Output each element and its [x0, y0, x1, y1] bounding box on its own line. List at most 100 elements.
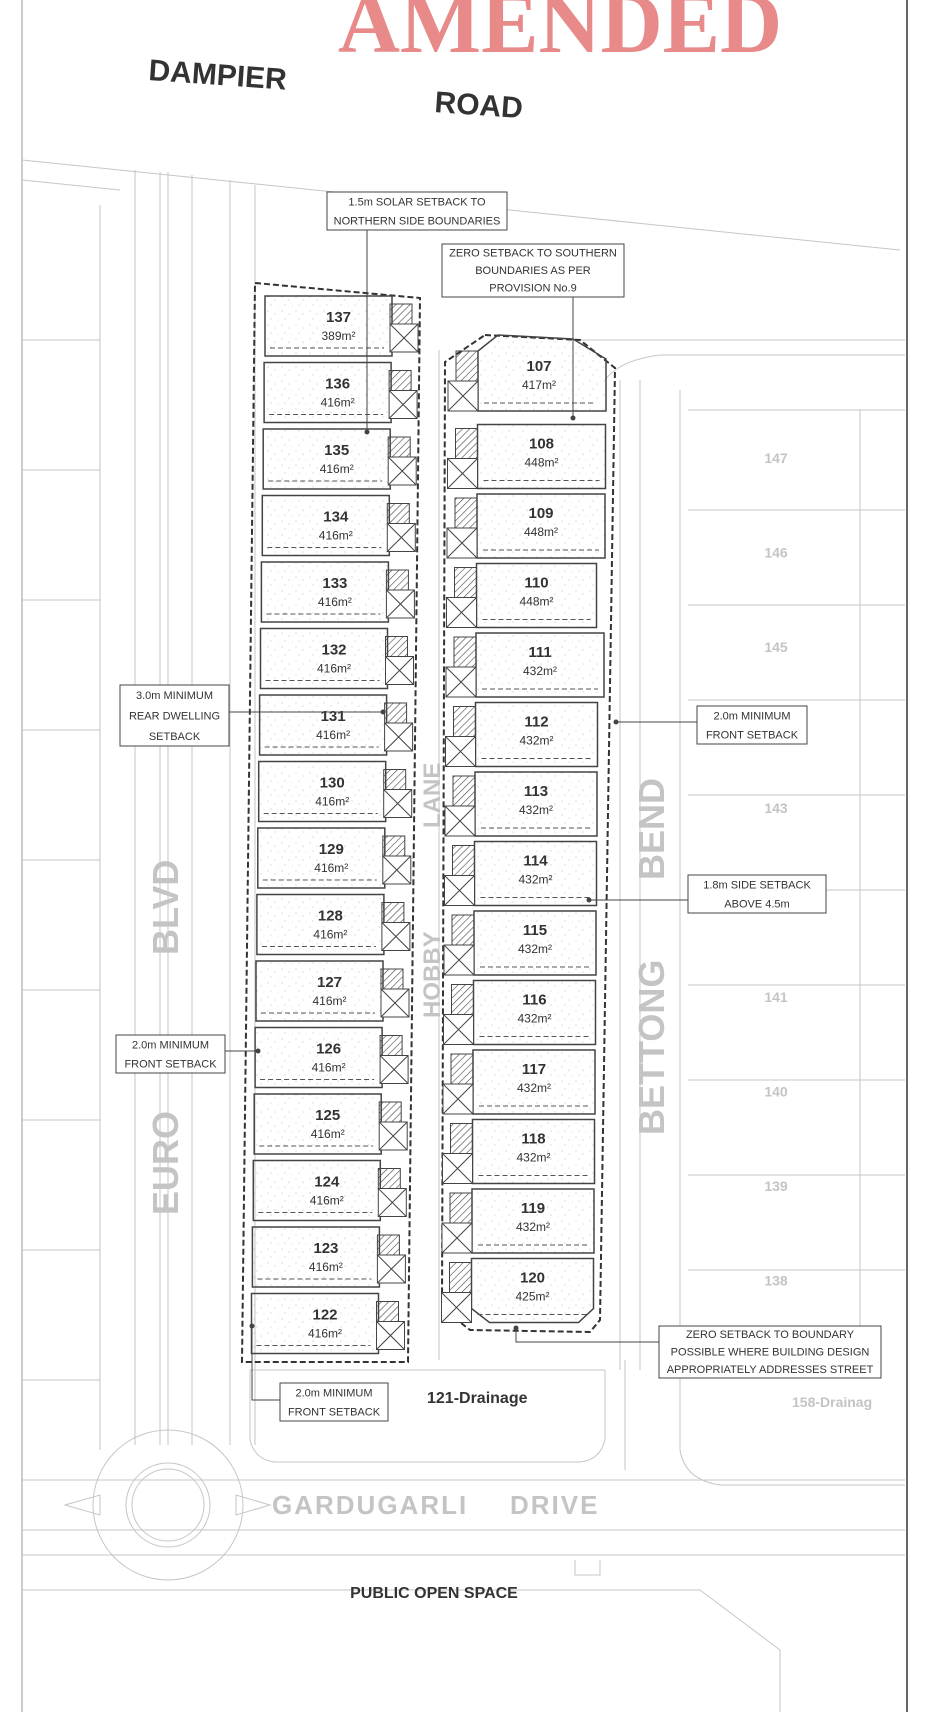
leader-dot — [380, 709, 386, 715]
lot-number: 111 — [528, 644, 551, 661]
lot-number: 117 — [522, 1061, 546, 1078]
lot-area: 389m² — [321, 329, 355, 343]
hatched-zone — [451, 984, 474, 1015]
lot-boundary — [475, 632, 605, 698]
road-label-road: ROAD — [434, 86, 524, 125]
hatched-zone — [449, 1192, 473, 1224]
hatched-zone — [455, 428, 478, 459]
lot-boundary — [254, 1026, 383, 1089]
hatched-zone — [452, 845, 475, 876]
hatched-zone — [451, 914, 475, 946]
garage-cross — [445, 736, 476, 767]
east-lot-group: 107417m²108448m²109448m²110448m²111432m²… — [441, 334, 607, 1324]
lot-number: 112 — [524, 714, 548, 731]
lot-number: 125 — [315, 1107, 340, 1124]
lot-number: 107 — [526, 358, 551, 375]
garage-cross — [442, 1083, 474, 1115]
callout-text: FRONT SETBACK — [288, 1406, 381, 1418]
garage-cross — [388, 390, 418, 419]
lot-area: 432m² — [516, 1151, 550, 1165]
lot-area: 417m² — [522, 378, 556, 392]
callout-text: ZERO SETBACK TO BOUNDARY — [686, 1329, 855, 1341]
callout-text: REAR DWELLING — [129, 711, 220, 723]
lot-boundary — [256, 893, 385, 956]
lot-boundary — [250, 1292, 380, 1355]
lot-number: 130 — [320, 775, 345, 792]
lot-boundary — [259, 627, 389, 690]
garage-cross — [383, 789, 413, 818]
lot-boundary — [257, 760, 387, 823]
lot-boundary — [472, 979, 597, 1046]
lot-117[interactable]: 117 432m² — [442, 1049, 596, 1115]
lot-107[interactable]: 107 417m² — [447, 334, 607, 412]
lot-number: 118 — [521, 1131, 545, 1148]
garage-cross — [386, 589, 415, 619]
callout-box — [119, 684, 230, 747]
leader-dot — [513, 1325, 519, 1331]
lot-boundary — [475, 562, 598, 629]
lot-area: 416m² — [313, 928, 347, 942]
lot-area: 448m² — [519, 595, 553, 609]
road-label-lane: LANE — [419, 763, 446, 828]
lot-118[interactable]: 118 432m² — [442, 1118, 596, 1185]
lot-number: 127 — [317, 974, 342, 991]
callout-text: 2.0m MINIMUM — [714, 710, 791, 722]
callout-text: BOUNDARIES AS PER — [475, 265, 591, 277]
lot-area: 432m² — [517, 1081, 551, 1095]
lot-area: 416m² — [318, 595, 352, 609]
lot-boundary — [255, 960, 384, 1022]
lot-area: 432m² — [523, 664, 557, 678]
lot-boundary — [263, 361, 392, 424]
callout-text: 2.0m MINIMUM — [132, 1039, 209, 1051]
lot-number: 119 — [521, 1200, 545, 1217]
hatched-zone — [382, 835, 406, 857]
lot-area: 416m² — [309, 1260, 343, 1274]
callout-text: PROVISION No.9 — [489, 283, 576, 295]
far-lot-145: 145 — [764, 639, 788, 655]
lot-number: 132 — [321, 642, 346, 659]
hatched-zone — [379, 1035, 403, 1056]
lot-number: 109 — [528, 505, 553, 522]
background-road-lines — [21, 159, 905, 1712]
lot-area: 416m² — [310, 1194, 344, 1208]
road-label-hobby: HOBBY — [419, 931, 446, 1018]
garage-cross — [443, 1014, 474, 1045]
lot-111[interactable]: 111 432m² — [445, 632, 605, 698]
lot-area: 416m² — [320, 462, 354, 476]
drainage-121-label: 121-Drainage — [427, 1390, 528, 1407]
callout-text: SETBACK — [149, 731, 201, 743]
far-lot-138: 138 — [764, 1273, 788, 1289]
garage-cross — [384, 722, 413, 752]
hatched-zone — [455, 350, 479, 382]
callout-text: ZERO SETBACK TO SOUTHERN — [449, 247, 617, 259]
